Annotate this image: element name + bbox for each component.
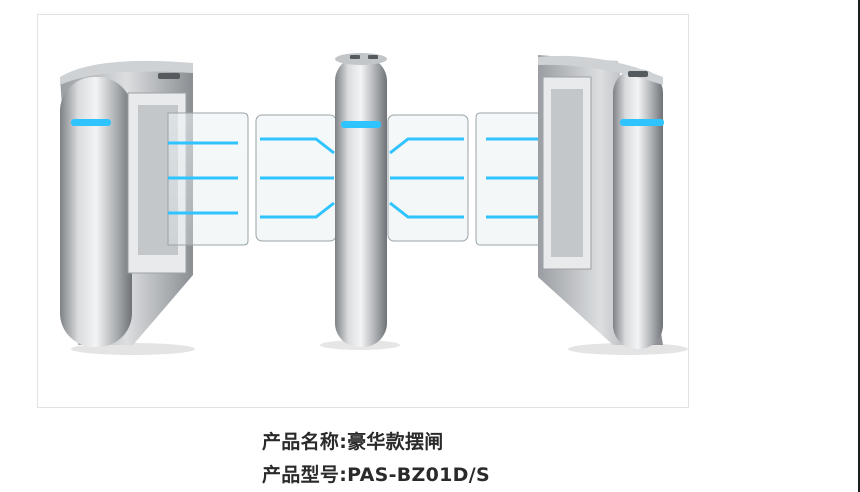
right-edge-border <box>858 0 860 492</box>
center-right-swing-panel <box>387 114 469 242</box>
right-gate-cabinet <box>538 55 664 349</box>
turnstile-product-illustration <box>60 53 688 355</box>
product-name-text: 产品名称:豪华款摆闸 <box>262 431 444 453</box>
center-left-swing-panel <box>255 114 337 242</box>
product-model-text: 产品型号:PAS-BZ01D/S <box>262 464 490 486</box>
center-gate-post <box>335 53 387 347</box>
product-image-frame <box>37 14 689 408</box>
left-swing-panel <box>167 112 249 246</box>
